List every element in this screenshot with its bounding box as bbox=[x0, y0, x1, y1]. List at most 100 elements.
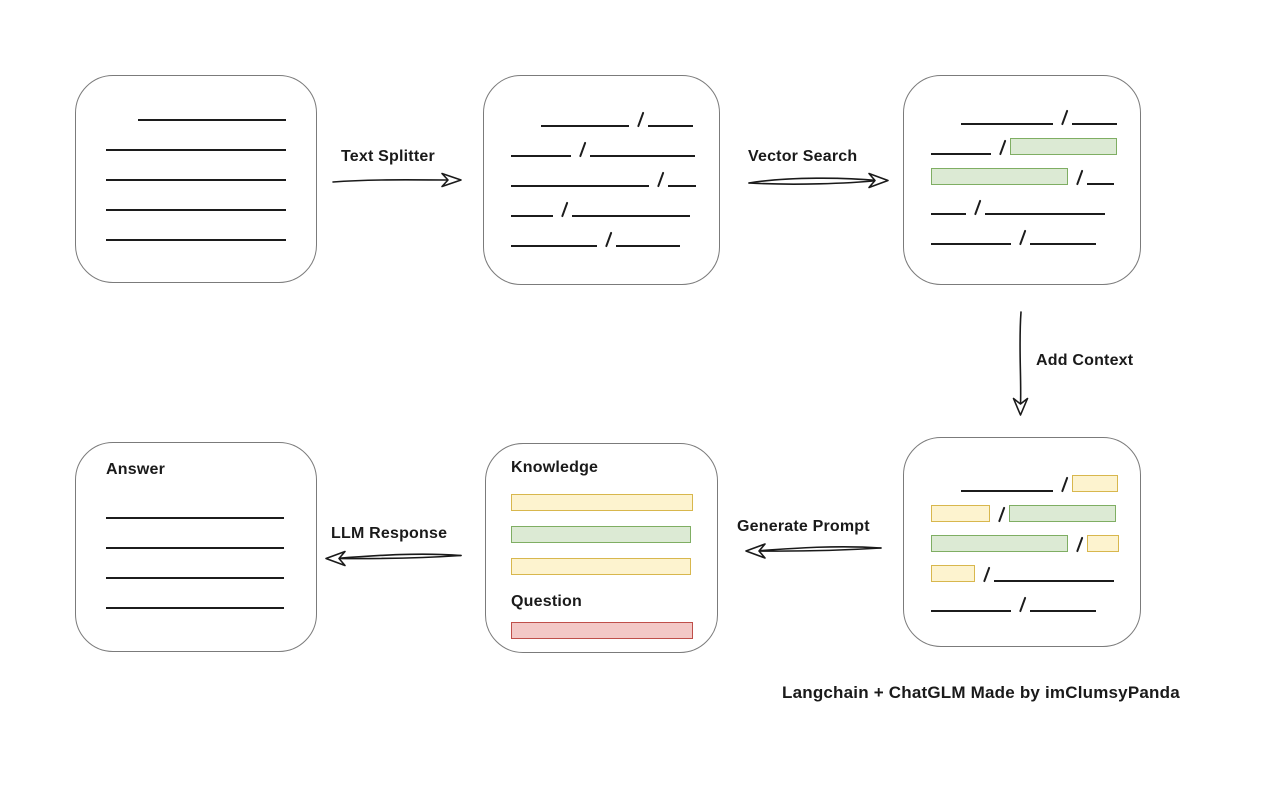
slash-separator bbox=[999, 139, 1007, 156]
green-highlight-chip bbox=[511, 526, 691, 543]
caption-credit: Langchain + ChatGLM Made by imClumsyPand… bbox=[782, 683, 1180, 702]
text-line bbox=[1087, 183, 1114, 185]
text-line bbox=[511, 215, 553, 217]
text-line bbox=[106, 547, 284, 549]
slash-separator bbox=[1019, 596, 1027, 613]
segment-row bbox=[931, 125, 1140, 156]
segment-row bbox=[106, 549, 316, 579]
yellow-highlight-chip bbox=[1087, 535, 1119, 552]
text-line bbox=[511, 245, 597, 247]
text-line bbox=[511, 185, 649, 187]
text-line bbox=[541, 125, 629, 127]
text-line bbox=[931, 153, 991, 155]
green-highlight-chip bbox=[1010, 138, 1117, 155]
text-splitter-arrow bbox=[332, 172, 462, 188]
text-line bbox=[106, 179, 286, 181]
text-line bbox=[106, 239, 286, 241]
slash-separator bbox=[657, 171, 665, 188]
yellow-highlight-chip bbox=[931, 565, 975, 582]
context-box bbox=[903, 437, 1141, 647]
segment-row bbox=[511, 187, 719, 218]
segment-row bbox=[931, 582, 1140, 613]
slash-separator bbox=[637, 111, 645, 128]
segment-row bbox=[106, 121, 316, 151]
text-line bbox=[106, 577, 284, 579]
segment-row bbox=[931, 462, 1140, 493]
slash-separator bbox=[998, 506, 1006, 523]
text-line bbox=[106, 607, 284, 609]
slash-separator bbox=[1061, 109, 1069, 126]
green-highlight-chip bbox=[931, 168, 1068, 185]
text-line bbox=[1030, 610, 1096, 612]
segment-row bbox=[106, 151, 316, 181]
text-line bbox=[931, 243, 1011, 245]
text-line bbox=[590, 155, 695, 157]
text-line bbox=[106, 209, 286, 211]
slash-separator bbox=[974, 199, 982, 216]
segment-row bbox=[511, 127, 719, 158]
yellow-highlight-chip bbox=[931, 505, 990, 522]
slash-separator bbox=[1019, 229, 1027, 246]
question-chips bbox=[511, 607, 717, 639]
text-line bbox=[648, 125, 693, 127]
text-line bbox=[931, 213, 966, 215]
text-line bbox=[994, 580, 1114, 582]
text-splitter-label: Text Splitter bbox=[341, 148, 435, 165]
text-line bbox=[668, 185, 696, 187]
answer-label: Answer bbox=[106, 461, 165, 478]
green-highlight-chip bbox=[931, 535, 1068, 552]
segment-row bbox=[511, 157, 719, 188]
vector-search-arrow bbox=[748, 172, 889, 189]
text-line bbox=[138, 119, 286, 121]
segment-row bbox=[931, 215, 1140, 246]
segment-row bbox=[931, 522, 1140, 553]
text-line bbox=[511, 155, 571, 157]
segment-row bbox=[106, 489, 316, 519]
slash-separator bbox=[561, 201, 569, 218]
segment-row bbox=[106, 519, 316, 549]
text-line bbox=[1072, 123, 1117, 125]
segment-row bbox=[106, 181, 316, 211]
text-line bbox=[961, 123, 1053, 125]
segment-row bbox=[931, 492, 1140, 523]
knowledge-chips bbox=[511, 479, 717, 575]
segment-row bbox=[931, 155, 1140, 186]
prompt-box: Knowledge Question bbox=[485, 443, 718, 653]
slash-separator bbox=[605, 231, 613, 248]
text-line bbox=[106, 517, 284, 519]
split-chunks-lines bbox=[484, 76, 719, 248]
text-line bbox=[931, 610, 1011, 612]
segment-row bbox=[511, 217, 719, 248]
knowledge-label: Knowledge bbox=[511, 459, 599, 476]
segment-row bbox=[931, 185, 1140, 216]
answer-lines bbox=[106, 489, 316, 609]
add-context-label: Add Context bbox=[1036, 352, 1134, 369]
text-line bbox=[106, 149, 286, 151]
document-lines bbox=[76, 76, 316, 241]
generate-prompt-label: Generate Prompt bbox=[737, 518, 870, 535]
yellow-highlight-chip bbox=[511, 558, 691, 575]
text-line bbox=[985, 213, 1105, 215]
generate-prompt-arrow bbox=[745, 543, 882, 559]
slash-separator bbox=[1076, 536, 1084, 553]
green-highlight-chip bbox=[1009, 505, 1116, 522]
vector-search-result-lines bbox=[904, 76, 1140, 246]
vector-search-result-box bbox=[903, 75, 1141, 285]
answer-box: Answer bbox=[75, 442, 317, 652]
segment-row bbox=[106, 579, 316, 609]
question-label: Question bbox=[511, 593, 582, 610]
document-box bbox=[75, 75, 317, 283]
text-line bbox=[961, 490, 1053, 492]
text-line bbox=[572, 215, 690, 217]
segment-row bbox=[511, 97, 719, 128]
slash-separator bbox=[1061, 476, 1069, 493]
text-line bbox=[616, 245, 680, 247]
split-chunks-box bbox=[483, 75, 720, 285]
text-line bbox=[1030, 243, 1096, 245]
slash-separator bbox=[983, 566, 991, 583]
llm-response-arrow bbox=[325, 550, 462, 567]
segment-row bbox=[931, 552, 1140, 583]
add-context-arrow bbox=[1012, 311, 1029, 416]
vector-search-label: Vector Search bbox=[748, 148, 858, 165]
